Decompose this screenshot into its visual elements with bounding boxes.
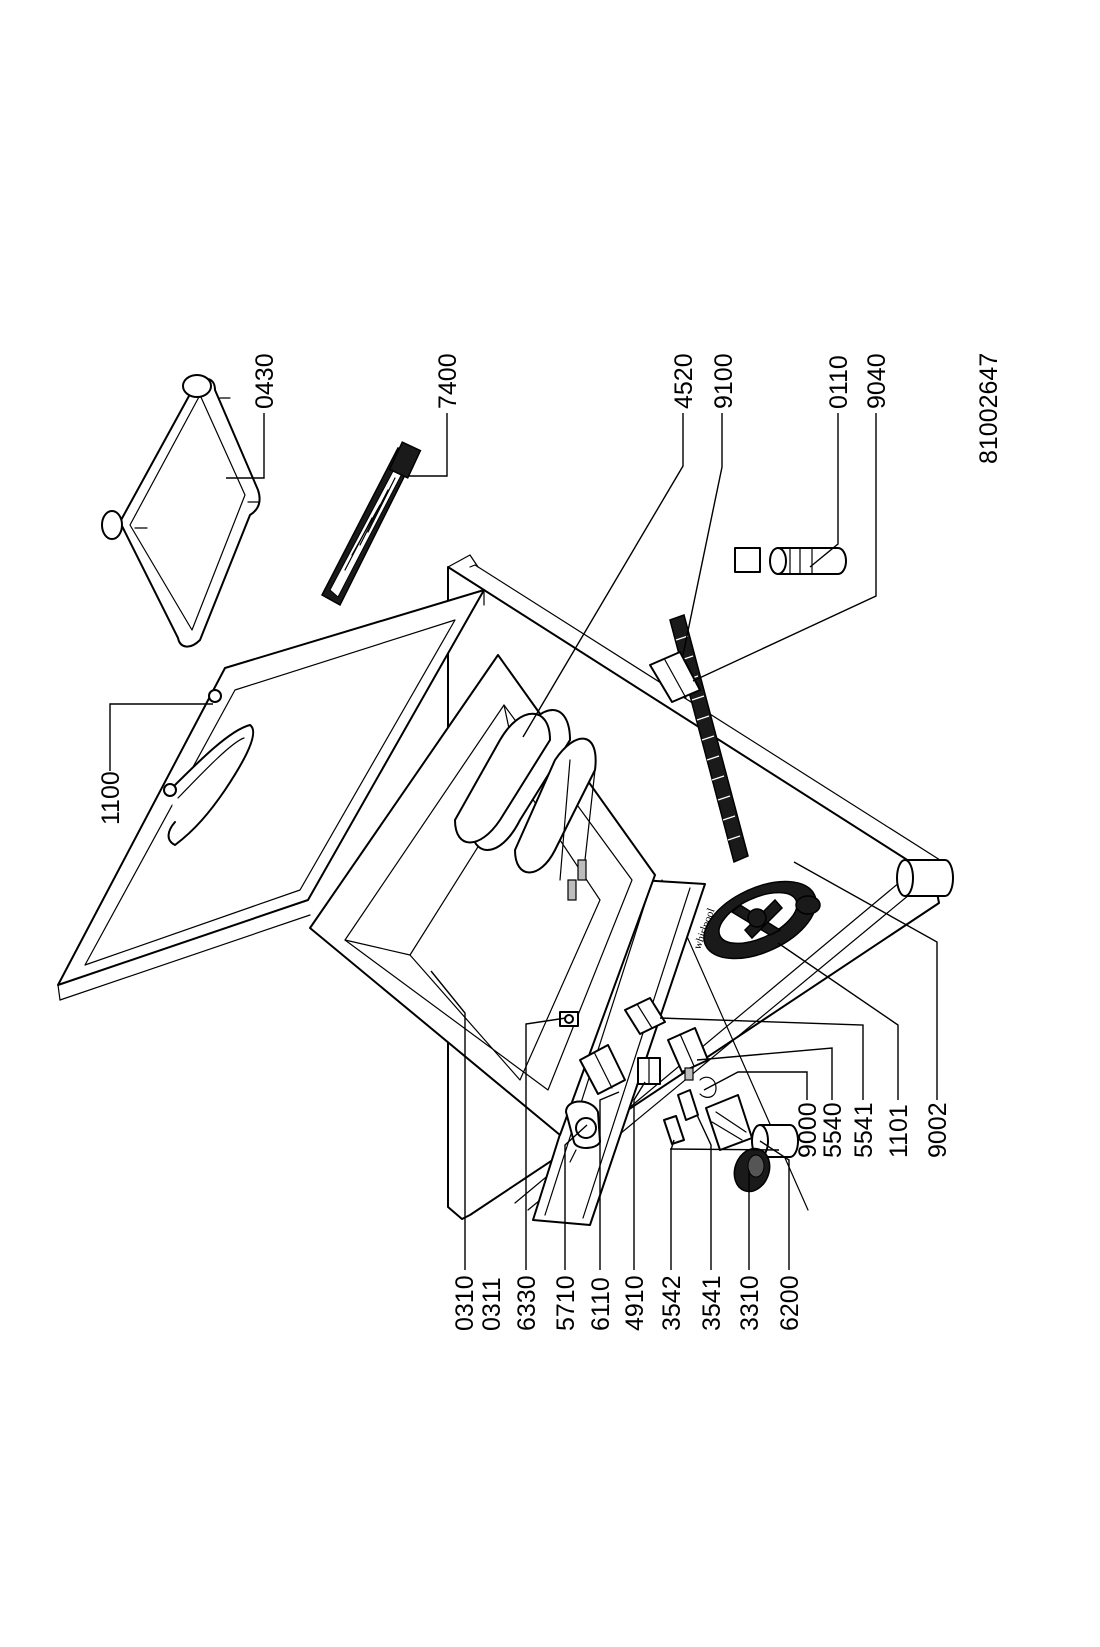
part-label-3541: 3541 xyxy=(698,1275,726,1331)
part-label-5540: 5540 xyxy=(819,1102,847,1158)
part-label-1100: 1100 xyxy=(97,771,125,825)
thermostat-5540 xyxy=(667,1027,709,1081)
shaft-bracket xyxy=(649,651,701,703)
thermostat-5541 xyxy=(624,997,666,1035)
part-label-3542: 3542 xyxy=(658,1275,686,1331)
part-label-1101: 1101 xyxy=(885,1104,913,1158)
rail-grate xyxy=(320,441,422,607)
part-label-9000: 9000 xyxy=(794,1102,822,1158)
part-label-5541: 5541 xyxy=(850,1102,878,1158)
part-label-4520: 4520 xyxy=(670,353,698,409)
fitting-3542 xyxy=(663,1115,685,1145)
part-label-0110: 0110 xyxy=(825,355,853,409)
thermocouple-6330 xyxy=(559,1011,579,1027)
document-number: 81002647 xyxy=(975,353,1003,464)
drain-tube xyxy=(769,547,847,575)
part-label-0430: 0430 xyxy=(251,353,279,409)
switch-6200 xyxy=(705,1094,753,1151)
part-label-6110: 6110 xyxy=(587,1277,615,1331)
knob-3310 xyxy=(733,1147,771,1193)
fitting-3541 xyxy=(677,1089,699,1121)
basket-frame xyxy=(101,374,261,648)
part-labels: 0430 7400 4520 9100 0110 9040 1100 0310 … xyxy=(97,353,1003,1331)
lid xyxy=(57,589,485,1001)
clip-9000 xyxy=(699,1076,717,1098)
terminal-4910 xyxy=(637,1057,661,1085)
part-label-0311: 0311 xyxy=(478,1277,506,1331)
controls-cluster xyxy=(559,997,799,1193)
part-label-5710: 5710 xyxy=(552,1275,580,1331)
part-label-6330: 6330 xyxy=(513,1275,541,1331)
cabinet-outlet xyxy=(734,547,954,897)
part-label-4910: 4910 xyxy=(621,1275,649,1331)
crank-wheel xyxy=(703,880,821,960)
part-label-9040: 9040 xyxy=(863,353,891,409)
part-label-9002: 9002 xyxy=(924,1102,952,1158)
part-label-3310: 3310 xyxy=(736,1275,764,1331)
part-label-9100: 9100 xyxy=(710,353,738,409)
part-label-6200: 6200 xyxy=(776,1275,804,1331)
heating-element xyxy=(454,709,597,901)
lid-handle xyxy=(163,689,255,846)
thermostat-6110 xyxy=(579,1044,626,1095)
leader-lines xyxy=(109,413,938,1270)
part-label-0310: 0310 xyxy=(451,1275,479,1331)
part-label-7400: 7400 xyxy=(434,353,462,409)
